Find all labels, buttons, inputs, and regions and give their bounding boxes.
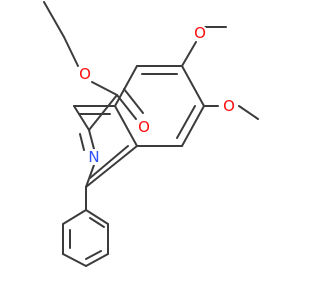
bond-c4a-c8a	[114, 105, 138, 147]
bond-ph-1-2	[85, 209, 109, 225]
bond-c8a-c1-inner	[89, 145, 129, 179]
bond-ph-4-5	[62, 253, 87, 267]
bond-c4a-c5	[114, 65, 138, 107]
bond-ph-3-4	[85, 253, 109, 267]
bond-c3-n	[88, 129, 95, 150]
atom-o-ester-carbonyl-label: O	[138, 118, 150, 136]
bond-ethyl-ch2-o	[63, 36, 79, 67]
atom-n-ring: N	[86, 148, 102, 166]
bond-c8a-c1	[85, 145, 138, 188]
atom-o-ester-carbonyl: O	[136, 118, 152, 136]
bond-ph-1-2-inner	[89, 217, 105, 228]
bond-o7-ch3	[238, 105, 259, 120]
bond-o-carbonyl-c	[91, 81, 118, 96]
structure-canvas: O O N O O	[43, 1, 259, 267]
atom-n-ring-label: N	[88, 148, 99, 166]
bond-c6-c7	[181, 65, 205, 107]
atom-o-methoxy-7: O	[221, 97, 237, 115]
molecule-structure: O O N O O	[43, 1, 259, 267]
atom-o-ester-single: O	[77, 65, 93, 83]
bond-ethyl-ch3	[43, 1, 65, 38]
atom-o-methoxy-6-label: O	[194, 24, 206, 42]
bond-c3-c4	[73, 105, 90, 131]
bond-carbonyl-double-b	[123, 88, 144, 114]
bond-c7-c8	[181, 105, 205, 147]
bond-carbonyl-c-c3	[88, 94, 118, 131]
bond-carbonyl-double-a	[116, 94, 137, 120]
bond-ph-6-1	[62, 209, 87, 225]
bond-n-c1	[85, 164, 95, 188]
atom-o-ester-single-label: O	[79, 65, 91, 83]
atom-o-methoxy-7-label: O	[223, 97, 235, 115]
atom-o-methoxy-6: O	[192, 24, 208, 42]
bond-c3-n-inner	[79, 133, 85, 151]
bond-c7-c8-inner	[176, 105, 196, 139]
bond-c6-o6	[181, 41, 197, 67]
bond-ph-3-4-inner	[85, 250, 102, 260]
